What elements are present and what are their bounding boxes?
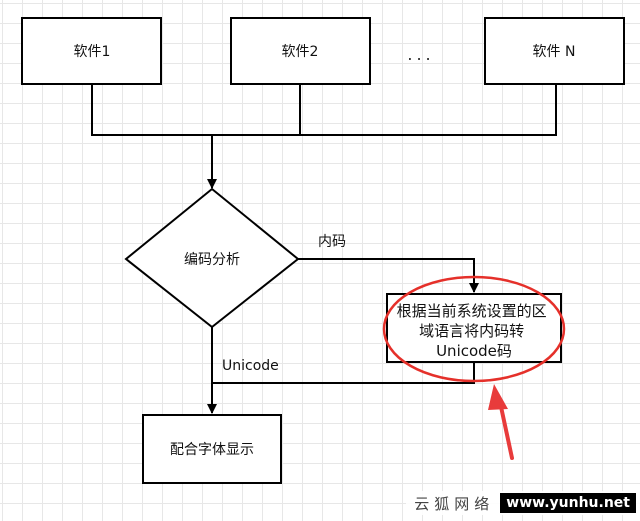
watermark-site-name: 云狐网络 xyxy=(414,494,495,513)
software-1-label: 软件1 xyxy=(74,44,111,60)
software-n-label: 软件 N xyxy=(533,44,576,60)
software-2-label: 软件2 xyxy=(282,44,319,60)
watermark-url: www.yunhu.net xyxy=(500,493,636,513)
display-label: 配合字体显示 xyxy=(170,442,254,458)
connectors xyxy=(91,84,557,414)
convert-line-3: Unicode码 xyxy=(436,342,512,360)
decision-label: 编码分析 xyxy=(184,252,240,268)
red-arrow-icon xyxy=(488,384,514,460)
arrow-internal-code xyxy=(298,258,479,293)
arrow-unicode-return xyxy=(212,362,475,384)
software-1-box xyxy=(21,17,162,85)
software-n-box xyxy=(484,17,625,85)
ellipsis: ... xyxy=(407,45,434,64)
convert-box xyxy=(386,293,562,363)
watermark: 云狐网络 www.yunhu.net xyxy=(406,491,640,515)
convert-line-1: 根据当前系统设置的区 xyxy=(397,302,547,320)
edge-label-internal-code: 内码 xyxy=(318,234,346,250)
convert-line-2: 域语言将内码转 xyxy=(419,322,524,340)
decision-diamond xyxy=(124,187,300,329)
software-2-box xyxy=(230,17,371,85)
highlight-ellipse xyxy=(382,275,566,383)
convert-label: 根据当前系统设置的区 域语言将内码转 Unicode码 xyxy=(397,302,552,360)
display-box xyxy=(142,414,282,484)
edge-label-unicode: Unicode xyxy=(222,358,279,374)
